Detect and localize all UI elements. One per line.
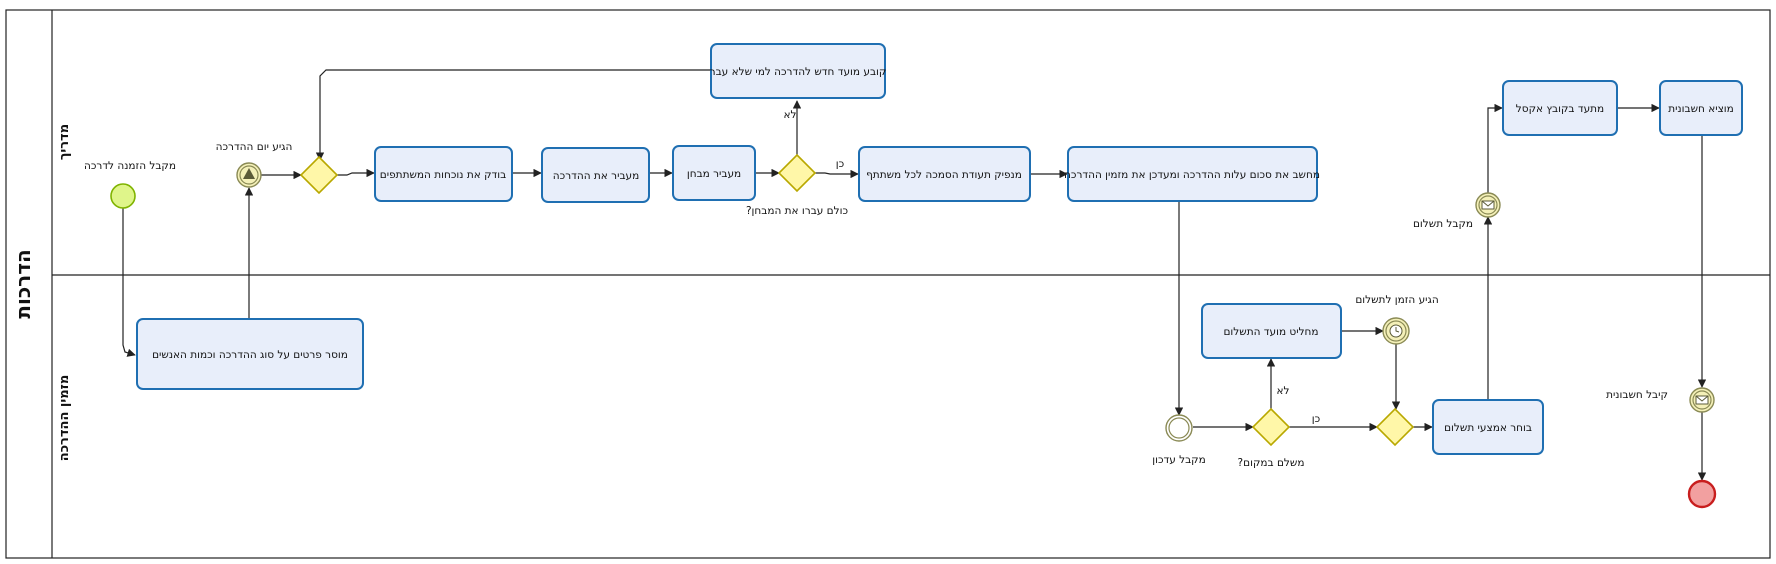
message-event-receive-invoice[interactable] — [1689, 387, 1715, 413]
gateway-merge[interactable] — [299, 155, 339, 195]
start-event-label: מקבל הזמנה לדרכה — [84, 160, 176, 172]
task-give-exam[interactable]: מעביר מבחן — [672, 145, 756, 201]
task-check-attendance-label: בודק את נוכחות המשתתפים — [380, 169, 506, 181]
task-invoice-label: מוציא חשבונית — [1668, 103, 1734, 115]
pool: הדרכות מדריך מזמין ההדרכה — [5, 9, 1771, 559]
task-calc-cost[interactable]: מחשב את סכום עלות ההדרכה ומעדכן את מזמין… — [1064, 146, 1320, 202]
flow-newdate-to-gateway — [315, 69, 710, 161]
task-check-attendance[interactable]: בודק את נוכחות המשתתפים — [374, 146, 513, 202]
timer-event-payment-time[interactable] — [1382, 317, 1410, 345]
sequence-flows — [122, 69, 1707, 481]
task-issue-cert-label: מנפיק תעודת הסמכה לכל משתתף — [866, 169, 1022, 181]
flow-gateway-to-check — [337, 168, 375, 178]
pool-label: הדרכות — [11, 249, 35, 318]
gateway-pay-now-label: ?משלם במקום — [1238, 457, 1305, 469]
lane-label-orderer: מזמין ההדרכה — [57, 375, 72, 461]
task-record-excel[interactable]: מתעד בקובץ אקסל — [1502, 80, 1618, 136]
flow-label-no-exam: לא — [784, 109, 797, 121]
flow-label-yes-pay: כן — [1312, 413, 1320, 425]
task-decide-date-label: מחליט מועד התשלום — [1223, 326, 1318, 338]
start-event[interactable] — [110, 183, 136, 209]
task-choose-payment-label: בוחר אמצעי תשלום — [1444, 422, 1532, 434]
message-event-receive-payment-label: מקבל תשלום — [1413, 218, 1473, 230]
flow-label-yes-exam: כן — [836, 158, 844, 170]
task-new-date-label: קובע מועד חדש להדרכה למי שלא עבר — [710, 66, 887, 78]
tasks: קובע מועד חדש להדרכה למי שלא עבר בודק את… — [136, 43, 1743, 455]
task-details[interactable]: מוסר פרטים על סוג ההדרכה וכמות האנשים — [136, 318, 364, 390]
task-issue-cert[interactable]: מנפיק תעודת הסמכה לכל משתתף — [858, 146, 1031, 202]
intermediate-event-receive-update[interactable] — [1165, 414, 1193, 442]
flow-labels: כן לא כן לא — [784, 109, 1321, 425]
task-choose-payment[interactable]: בוחר אמצעי תשלום — [1432, 399, 1544, 455]
lane-label-instructor: מדריך — [57, 124, 72, 160]
envelope-icon — [1481, 200, 1495, 210]
task-calc-cost-label: מחשב את סכום עלות ההדרכה ומעדכן את מזמין… — [1064, 169, 1320, 181]
flow-gateway-to-cert — [815, 169, 859, 179]
envelope-icon — [1695, 395, 1709, 405]
events: מקבל הזמנה לדרכה הגיע יום ההדרכה מקבל תש… — [84, 141, 1717, 509]
task-give-training[interactable]: מעביר את ההדרכה — [541, 147, 650, 203]
task-new-date[interactable]: קובע מועד חדש להדרכה למי שלא עבר — [710, 43, 887, 99]
task-give-exam-label: מעביר מבחן — [687, 168, 741, 180]
gateway-payment-join[interactable] — [1375, 407, 1415, 447]
gateway-all-passed[interactable] — [777, 153, 817, 193]
timer-event-payment-time-label: הגיע הזמן לתשלום — [1355, 294, 1438, 306]
flow-start-to-details — [122, 208, 136, 357]
task-decide-date[interactable]: מחליט מועד התשלום — [1201, 303, 1342, 359]
intermediate-event-receive-update-label: מקבל עדכון — [1152, 454, 1206, 466]
task-give-training-label: מעביר את ההדרכה — [553, 170, 639, 182]
signal-event-training-day[interactable] — [236, 162, 262, 188]
gateways: ?כולם עברו את המבחן ?משלם במקום — [299, 153, 1415, 469]
triangle-icon — [243, 168, 255, 179]
gateway-pay-now[interactable] — [1251, 407, 1291, 447]
flow-label-no-pay: לא — [1277, 385, 1290, 397]
task-invoice[interactable]: מוציא חשבונית — [1659, 80, 1743, 136]
signal-event-training-day-label: הגיע יום ההדרכה — [216, 141, 293, 153]
task-record-excel-label: מתעד בקובץ אקסל — [1516, 103, 1604, 115]
pool-border — [5, 9, 1771, 559]
gateway-all-passed-label: ?כולם עברו את המבחן — [746, 205, 848, 217]
message-event-receive-payment[interactable] — [1475, 192, 1501, 218]
flow-payment-to-excel — [1487, 103, 1503, 193]
message-event-receive-invoice-label: קיבל חשבונית — [1606, 389, 1668, 401]
end-event[interactable] — [1687, 479, 1717, 509]
task-details-label: מוסר פרטים על סוג ההדרכה וכמות האנשים — [152, 349, 348, 361]
